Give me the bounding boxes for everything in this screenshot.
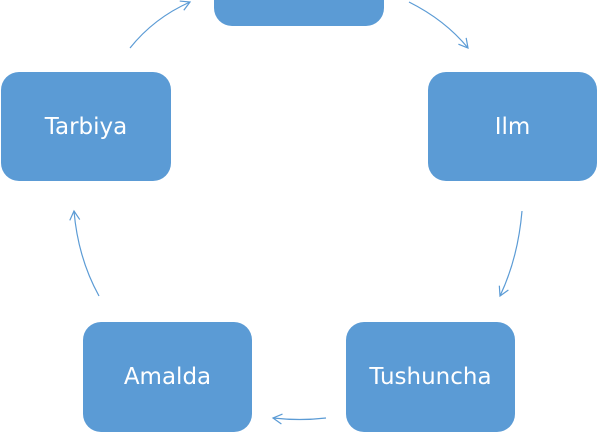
node-top: [214, 0, 384, 26]
node-tushuncha-label: Tushuncha: [369, 364, 492, 390]
node-amalda: Amalda: [83, 322, 252, 432]
node-ilm: Ilm: [428, 72, 597, 181]
arrow-top-to-right: [408, 1, 469, 49]
node-tarbiya: Tarbiya: [1, 72, 171, 181]
arrow-bottom-left-to-left: [69, 209, 100, 297]
node-ilm-label: Ilm: [494, 113, 531, 140]
arrow-right-to-bottom-right: [498, 210, 523, 298]
arrow-bottom-right-to-bottom-left: [271, 413, 327, 425]
node-amalda-label: Amalda: [123, 364, 212, 390]
arrow-left-to-top: [129, 0, 192, 49]
node-tushuncha: Tushuncha: [346, 322, 515, 432]
node-tarbiya-label: Tarbiya: [44, 113, 128, 140]
